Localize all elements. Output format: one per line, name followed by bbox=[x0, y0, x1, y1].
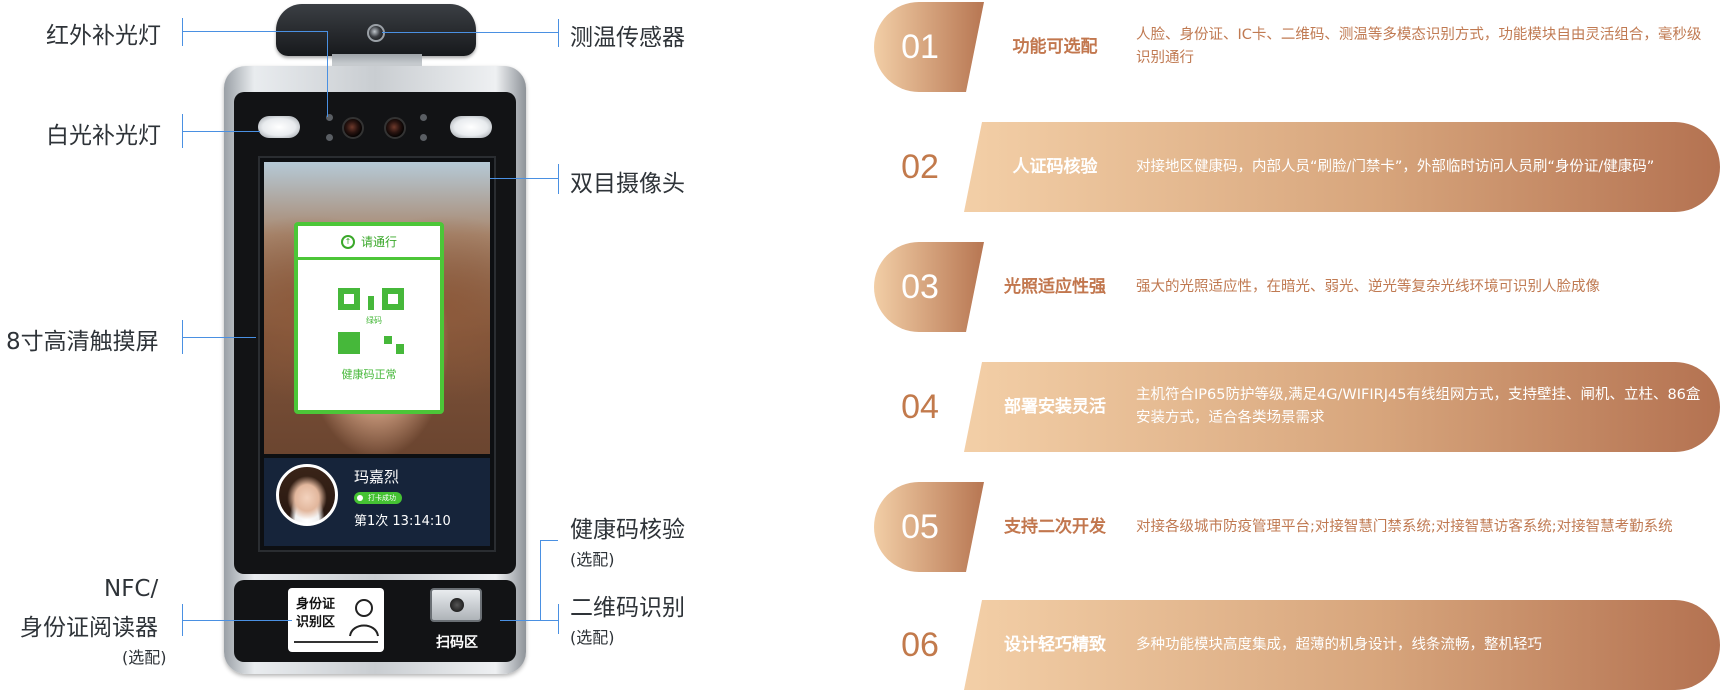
feature-number: 03 bbox=[901, 268, 939, 306]
feature-item: 05 支持二次开发 对接各级城市防疫管理平台;对接智慧门禁系统;对接智慧访客系统… bbox=[874, 482, 1720, 572]
white-fill-light-right bbox=[450, 116, 492, 138]
feature-number-tab: 02 bbox=[874, 122, 984, 212]
ir-led-dot bbox=[326, 134, 333, 141]
avatar bbox=[276, 464, 338, 526]
leader-line bbox=[558, 604, 559, 634]
leader-line bbox=[500, 620, 558, 621]
feature-number-tab: 03 bbox=[874, 242, 984, 332]
checkin-status-badge: 打卡成功 bbox=[354, 492, 402, 504]
feature-item: 01 功能可选配 人脸、身份证、IC卡、二维码、测温等多模态识别方式，功能模块自… bbox=[874, 2, 1720, 92]
health-code-pass-card: ↑ 请通行 绿码 健康码正常 bbox=[294, 222, 444, 414]
leader-line bbox=[182, 18, 183, 46]
leader-line bbox=[540, 540, 558, 541]
leader-line bbox=[558, 164, 559, 194]
callout-nfc-line2: 身份证阅读器 bbox=[20, 615, 158, 641]
white-fill-light-left bbox=[258, 116, 300, 138]
checkin-time: 第1次 13:14:10 bbox=[354, 514, 451, 529]
sensor-mount bbox=[332, 54, 422, 68]
feature-number: 05 bbox=[901, 508, 939, 546]
leader-line bbox=[540, 540, 541, 620]
leader-line bbox=[182, 320, 183, 354]
health-code-status: 健康码正常 bbox=[341, 368, 397, 381]
feature-number-tab: 05 bbox=[874, 482, 984, 572]
feature-number-tab: 01 bbox=[874, 2, 984, 92]
callout-dual-camera: 双目摄像头 bbox=[570, 171, 685, 197]
feature-item: 06 设计轻巧精致 多种功能模块高度集成，超薄的机身设计，线条流畅，整机轻巧 bbox=[874, 600, 1720, 690]
leader-line bbox=[382, 32, 558, 33]
callout-touchscreen: 8寸高清触摸屏 bbox=[6, 329, 159, 355]
feature-number: 04 bbox=[901, 388, 939, 426]
feature-number-tab: 06 bbox=[874, 600, 984, 690]
temperature-sensor-lens bbox=[367, 24, 385, 42]
leader-line bbox=[182, 604, 183, 636]
device-reader-panel: 身份证 识别区 扫码区 bbox=[234, 580, 516, 662]
feature-title: 部署安装灵活 bbox=[1004, 397, 1106, 417]
leader-line bbox=[182, 114, 183, 148]
device-front-panel: ↑ 请通行 绿码 健康码正常 玛嘉烈 打卡成功 bbox=[234, 92, 516, 574]
id-card-reader-zone: 身份证 识别区 bbox=[288, 588, 384, 652]
face-capture-image: ↑ 请通行 绿码 健康码正常 bbox=[264, 162, 490, 454]
id-zone-label: 身份证 识别区 bbox=[296, 597, 336, 630]
callout-health-code-optional: (选配) bbox=[570, 550, 615, 569]
pass-title: 请通行 bbox=[360, 235, 397, 249]
feature-number-tab: 04 bbox=[874, 362, 984, 452]
ir-led-dot bbox=[420, 134, 427, 141]
feature-description: 对接各级城市防疫管理平台;对接智慧门禁系统;对接智慧访客系统;对接智慧考勤系统 bbox=[1136, 518, 1673, 535]
feature-item: 04 部署安装灵活 主机符合IP65防护等级,满足4G/WIFIRJ45有线组网… bbox=[874, 362, 1720, 452]
ir-led-dot bbox=[420, 114, 427, 121]
feature-number: 01 bbox=[901, 28, 939, 66]
callout-qr-scan-optional: (选配) bbox=[570, 628, 615, 647]
pass-header: ↑ 请通行 bbox=[298, 226, 440, 260]
temperature-sensor-head bbox=[276, 4, 476, 56]
camera-lens-left bbox=[342, 117, 364, 139]
camera-lens-right bbox=[384, 117, 406, 139]
user-name: 玛嘉烈 bbox=[354, 468, 400, 486]
feature-title: 设计轻巧精致 bbox=[1004, 635, 1106, 655]
leader-line bbox=[182, 31, 328, 32]
arrow-up-circle-icon: ↑ bbox=[340, 234, 355, 249]
feature-title: 支持二次开发 bbox=[1004, 517, 1106, 537]
feature-description: 人脸、身份证、IC卡、二维码、测温等多模态识别方式，功能模块自由灵活组合，毫秒级… bbox=[1136, 27, 1702, 66]
id-zone-divider bbox=[294, 641, 378, 643]
feature-description: 主机符合IP65防护等级,满足4G/WIFIRJ45有线组网方式，支持壁挂、闸机… bbox=[1136, 387, 1701, 426]
user-info-bar: 玛嘉烈 打卡成功 第1次 13:14:10 bbox=[264, 458, 490, 546]
feature-description: 强大的光照适应性，在暗光、弱光、逆光等复杂光线环境可识别人脸成像 bbox=[1136, 278, 1600, 295]
leader-line bbox=[182, 131, 260, 132]
qr-code-image: 绿码 bbox=[338, 288, 404, 354]
leader-line bbox=[327, 31, 328, 117]
callout-nfc-line1: NFC/ bbox=[104, 576, 159, 602]
callout-ir-light: 红外补光灯 bbox=[46, 23, 161, 49]
callout-nfc-optional: (选配) bbox=[122, 648, 167, 667]
feature-title: 光照适应性强 bbox=[1004, 277, 1106, 297]
callout-health-code: 健康码核验 bbox=[570, 517, 685, 543]
callout-temp-sensor: 测温传感器 bbox=[570, 25, 685, 51]
scan-zone-label: 扫码区 bbox=[436, 635, 478, 651]
qr-tag: 绿码 bbox=[364, 315, 384, 327]
leader-line bbox=[490, 178, 558, 179]
face-terminal-device: ↑ 请通行 绿码 健康码正常 玛嘉烈 打卡成功 bbox=[224, 66, 526, 674]
feature-number: 02 bbox=[901, 148, 939, 186]
callout-white-light: 白光补光灯 bbox=[46, 123, 161, 149]
person-icon bbox=[349, 599, 379, 637]
qr-scanner-window bbox=[430, 588, 482, 622]
feature-number: 06 bbox=[901, 626, 939, 664]
touch-screen: ↑ 请通行 绿码 健康码正常 玛嘉烈 打卡成功 bbox=[258, 156, 496, 552]
feature-title: 人证码核验 bbox=[1012, 157, 1098, 177]
feature-band bbox=[964, 362, 1720, 452]
ir-led-dot bbox=[326, 114, 333, 121]
feature-title: 功能可选配 bbox=[1012, 37, 1098, 57]
leader-line bbox=[182, 620, 292, 621]
callout-qr-scan: 二维码识别 bbox=[570, 595, 685, 621]
feature-item: 03 光照适应性强 强大的光照适应性，在暗光、弱光、逆光等复杂光线环境可识别人脸… bbox=[874, 242, 1720, 332]
feature-description: 对接地区健康码，内部人员“刷脸/门禁卡”，外部临时访问人员刷“身份证/健康码” bbox=[1136, 158, 1655, 175]
leader-line bbox=[558, 19, 559, 47]
feature-description: 多种功能模块高度集成，超薄的机身设计，线条流畅，整机轻巧 bbox=[1136, 636, 1542, 653]
feature-band bbox=[964, 122, 1720, 212]
feature-band bbox=[964, 600, 1720, 690]
feature-item: 02 人证码核验 对接地区健康码，内部人员“刷脸/门禁卡”，外部临时访问人员刷“… bbox=[874, 122, 1720, 212]
leader-line bbox=[182, 337, 256, 338]
